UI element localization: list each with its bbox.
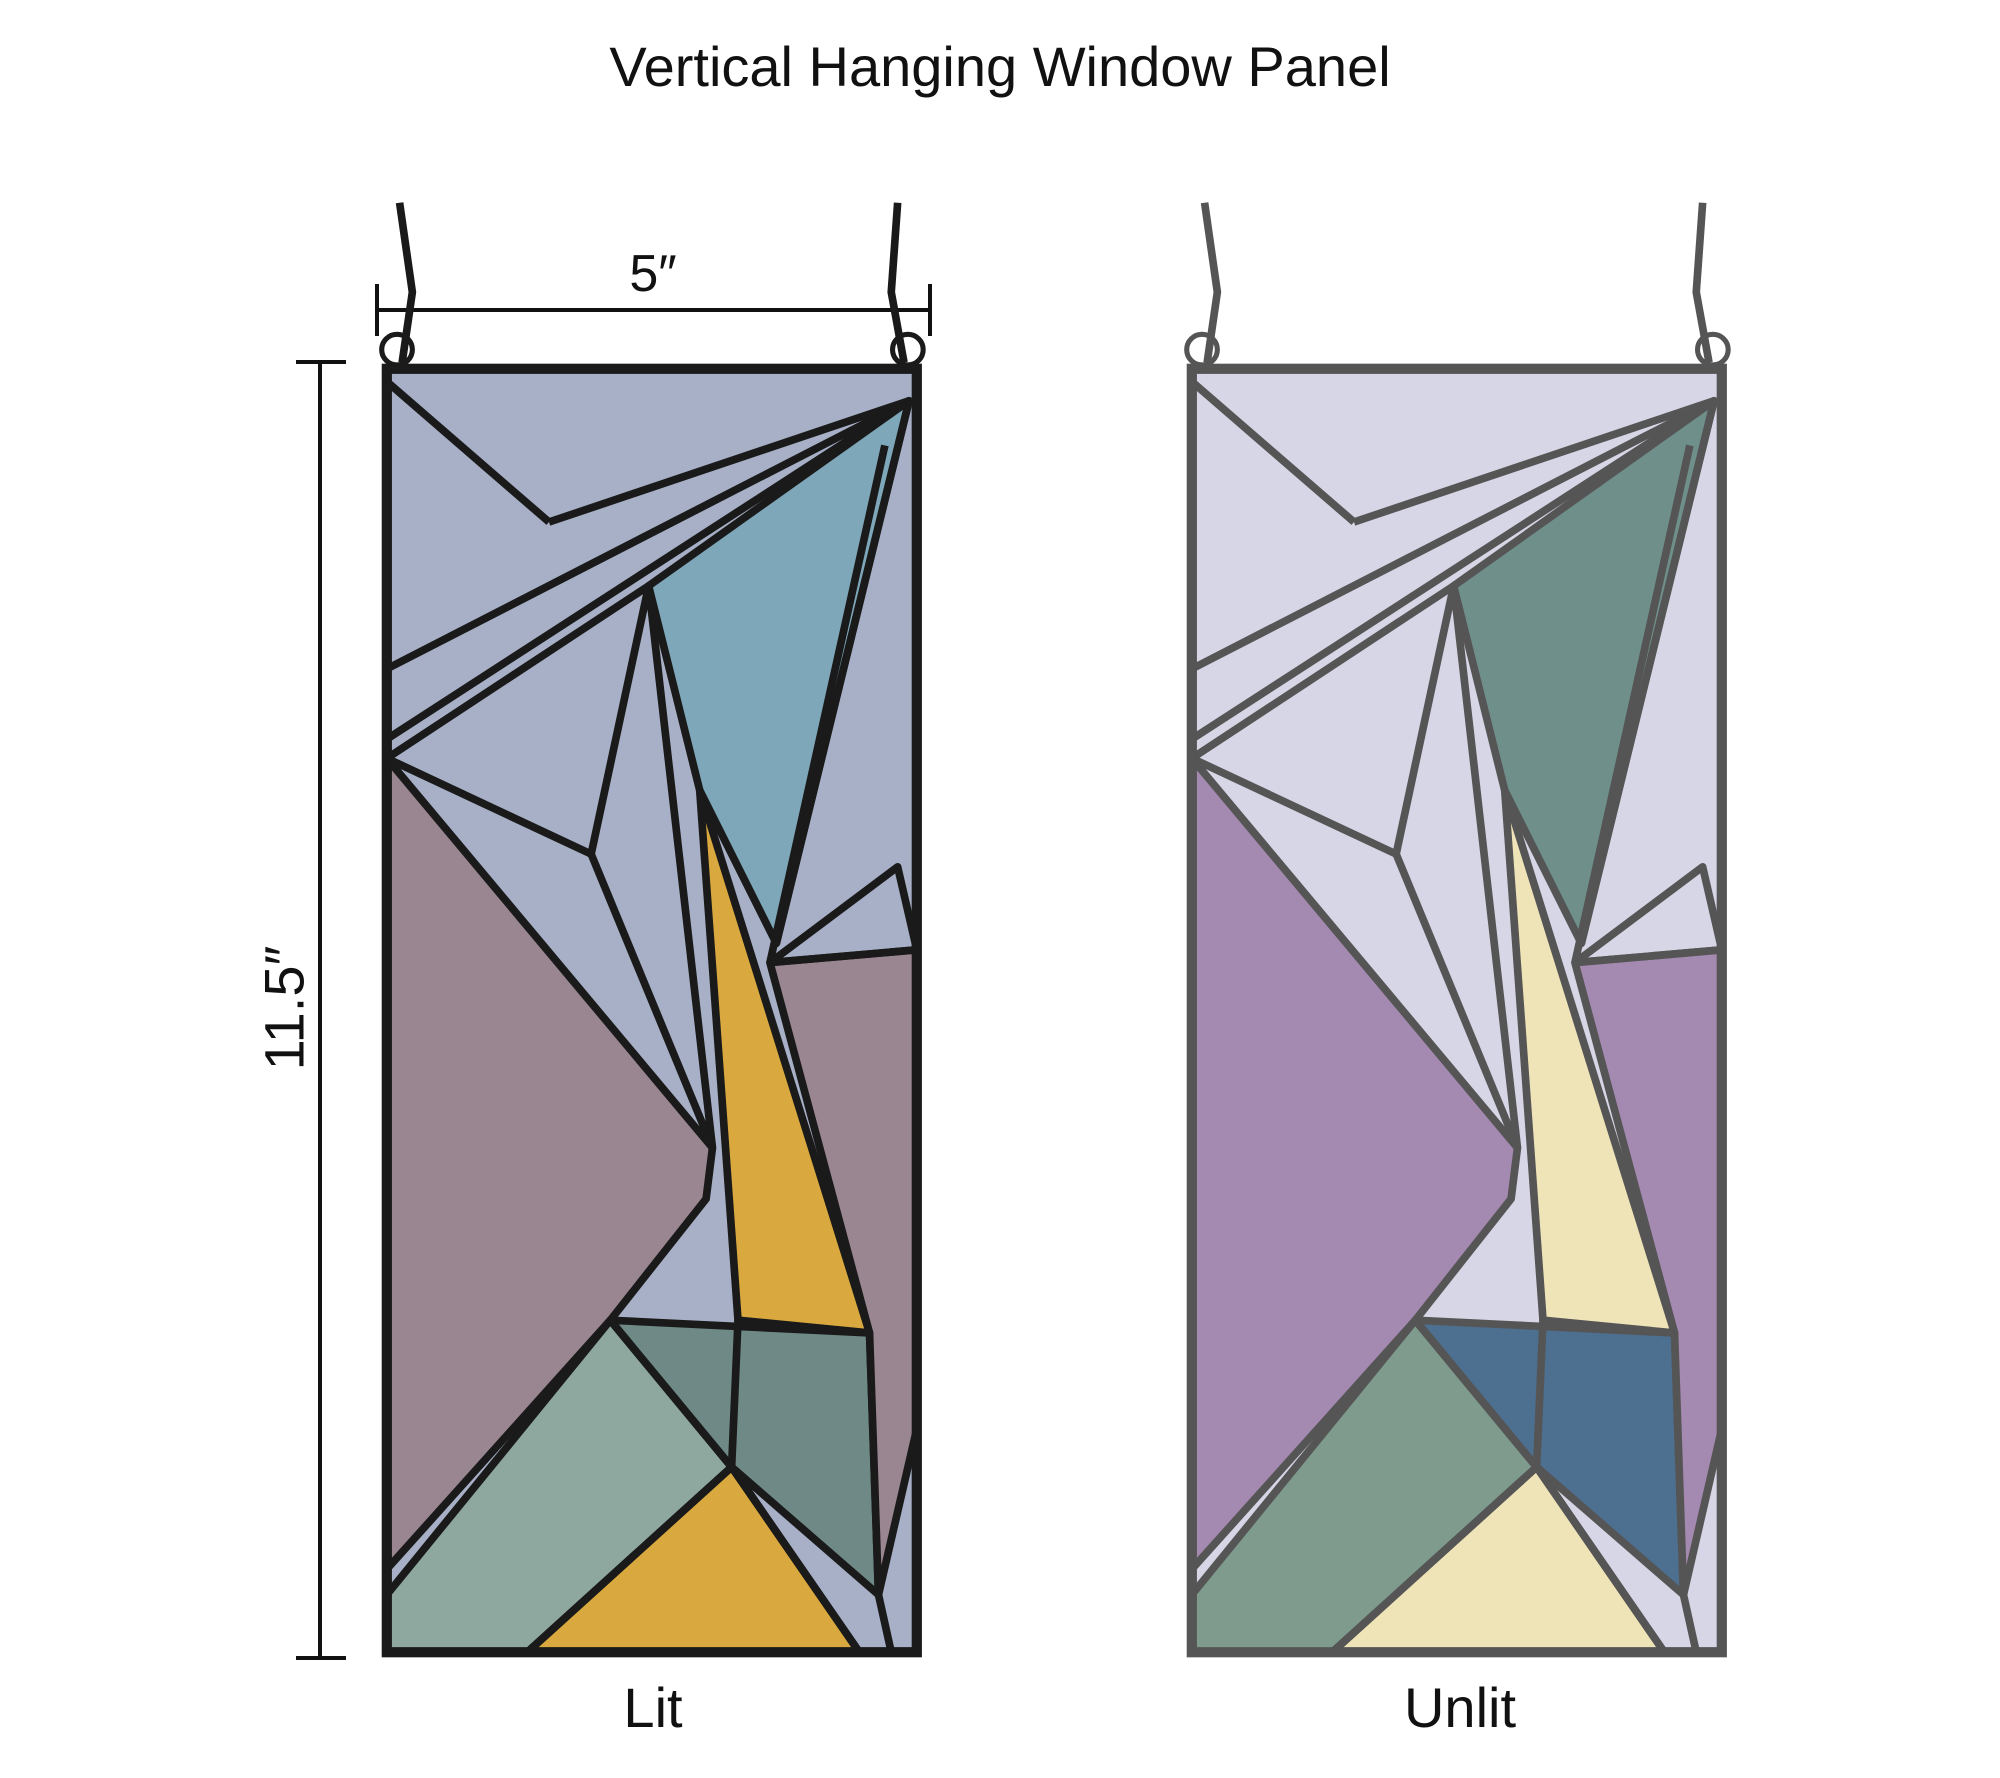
panel-lit	[370, 190, 940, 1665]
lead-line	[385, 754, 717, 1150]
lead-line	[1574, 946, 1723, 967]
lead-line	[587, 585, 653, 855]
lead-line	[1532, 1320, 1547, 1468]
lead-line	[1392, 585, 1458, 855]
panel-unlit	[1175, 190, 1745, 1665]
lead-line	[1679, 1593, 1700, 1654]
lead-line	[1572, 863, 1726, 966]
lead-line	[727, 1320, 742, 1468]
lead-line	[767, 863, 921, 966]
page-title: Vertical Hanging Window Panel	[609, 35, 1391, 98]
lead-line	[547, 397, 911, 526]
lead-line	[766, 444, 889, 964]
width-dimension-line	[376, 308, 931, 312]
yellow-spike-glass-piece	[1500, 786, 1679, 1337]
lead-line	[384, 378, 552, 525]
hanging-ring-right	[1694, 331, 1731, 368]
stained-glass-unlit-image	[1184, 202, 1731, 1658]
lead-line	[1189, 378, 1357, 525]
lit-caption: Lit	[623, 1676, 683, 1739]
panel-frame	[1186, 363, 1727, 1658]
stained-glass-lit-image	[379, 202, 926, 1658]
lead-line	[1412, 1317, 1540, 1470]
lead-line	[384, 582, 717, 1149]
lead-line	[384, 397, 912, 743]
height-dimension-tick-top	[296, 360, 346, 364]
lead-line	[385, 397, 911, 673]
height-dimension-line	[318, 361, 322, 1659]
lead-line	[1571, 444, 1694, 964]
lead-line	[1190, 397, 1716, 673]
width-label: 5″	[629, 245, 677, 303]
lead-line	[874, 1593, 895, 1654]
lead-line	[607, 1317, 735, 1470]
yellow-spike-glass-piece	[695, 786, 874, 1337]
unlit-caption: Unlit	[1403, 1676, 1517, 1739]
lead-line	[524, 1463, 863, 1656]
lead-line	[1189, 397, 1717, 743]
lead-line	[1352, 397, 1716, 526]
lead-line	[769, 946, 918, 967]
height-label: 11.5″	[252, 945, 316, 1071]
lead-line	[1189, 582, 1522, 1149]
width-dimension-tick-right	[928, 284, 932, 336]
lead-line	[772, 399, 913, 945]
width-dimension-tick-left	[375, 284, 379, 336]
height-dimension-tick-bottom	[296, 1656, 346, 1660]
lead-line	[1329, 1463, 1668, 1656]
lead-line	[1577, 399, 1718, 945]
panel-frame	[381, 363, 922, 1658]
hanging-ring-right	[889, 331, 926, 368]
